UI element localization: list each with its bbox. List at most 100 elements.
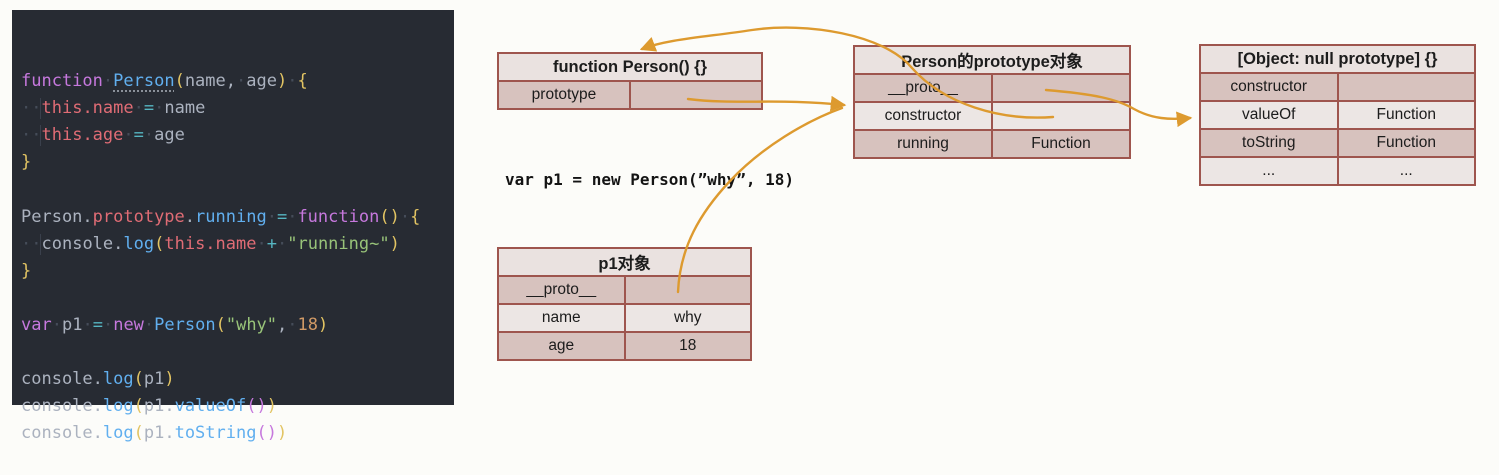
code-token: 18	[297, 315, 319, 336]
code-token: this.name	[164, 233, 257, 254]
person-prototype-value-cell: Function	[991, 129, 1131, 159]
object-null-prototype-row: constructor	[1199, 72, 1476, 102]
code-token: function·	[21, 71, 114, 92]
p1-object-key-cell: __proto__	[497, 275, 626, 305]
code-token: ·	[287, 206, 298, 227]
object-null-prototype-value-cell: Function	[1336, 100, 1476, 130]
code-token: this.name	[41, 98, 134, 119]
code-token: log	[123, 233, 155, 254]
code-token: log	[102, 423, 134, 444]
code-token: log	[102, 369, 134, 390]
code-token: )	[266, 396, 277, 417]
code-token: ·	[266, 206, 277, 227]
code-line: function·Person(name,·age)·{	[21, 68, 454, 95]
code-token: )	[164, 369, 175, 390]
code-token: =	[143, 98, 155, 119]
code-line: var·p1·=·new·Person("why",·18)	[21, 312, 454, 339]
page: { "palette": { "editor_bg": "#272b33", "…	[12, 10, 1476, 444]
code-token: name,·age	[184, 71, 277, 92]
code-token: this.age	[41, 125, 124, 146]
code-token: (	[133, 369, 144, 390]
person-prototype-title: Person的prototype对象	[853, 45, 1131, 75]
code-token: (	[174, 71, 185, 92]
code-token: ·name	[154, 98, 206, 119]
code-token: ·	[399, 206, 411, 227]
code-token: ·	[256, 233, 267, 254]
code-line	[21, 177, 454, 204]
person-prototype-key-cell: constructor	[853, 101, 993, 131]
p1-object-row: __proto__	[497, 275, 752, 305]
function-person-value-cell	[629, 80, 763, 110]
code-token: p1.	[143, 423, 175, 444]
code-line: ··this.age·=·age	[21, 122, 454, 149]
code-token: ·	[276, 233, 288, 254]
code-token: function	[297, 206, 380, 227]
code-token: ·	[287, 71, 298, 92]
object-null-prototype-value-cell	[1336, 72, 1476, 102]
code-token: ,·	[277, 315, 298, 336]
person-prototype-key-cell: __proto__	[853, 73, 993, 103]
code-token: console.	[21, 396, 103, 417]
function-person-key-cell: prototype	[497, 80, 631, 110]
code-token: =	[276, 206, 288, 227]
object-null-prototype-value-cell: Function	[1336, 128, 1476, 158]
code-token: Person.	[21, 206, 93, 227]
code-line: }	[21, 258, 454, 285]
object-null-prototype-key-cell: ...	[1199, 156, 1339, 186]
code-token: ·	[133, 98, 144, 119]
code-token: ·	[143, 315, 155, 336]
code-line: Person.prototype.running·=·function()·{	[21, 204, 454, 231]
code-token: )	[276, 423, 288, 444]
code-token: ()	[256, 423, 277, 444]
code-line: console.log(p1)	[21, 366, 454, 393]
code-token: toString	[174, 423, 257, 444]
code-token: }	[21, 152, 32, 173]
object-null-prototype-row: ......	[1199, 156, 1476, 186]
code-token: )	[276, 71, 288, 92]
code-token: console.	[21, 369, 103, 390]
code-token: (	[133, 423, 144, 444]
code-token: ·age	[143, 125, 185, 146]
object-null-prototype-value-cell: ...	[1336, 156, 1476, 186]
code-token: )	[318, 315, 329, 336]
code-line: ··this.name·=·name	[21, 95, 454, 122]
code-token: Person	[154, 315, 216, 336]
code-token: =	[133, 125, 144, 146]
code-editor[interactable]: function·Person(name,·age)·{··this.name·…	[12, 10, 454, 443]
code-token: "running~"	[287, 233, 390, 254]
code-line	[21, 339, 454, 366]
code-token: console.	[21, 423, 103, 444]
person-prototype-row: __proto__	[853, 73, 1131, 103]
object-null-prototype-key-cell: toString	[1199, 128, 1339, 158]
function-person-title: function Person() {}	[497, 52, 763, 82]
new-person-statement: var p1 = new Person(”why”, 18)	[505, 170, 794, 189]
p1-object-key-cell: name	[497, 303, 626, 333]
code-token: "why"	[225, 315, 278, 336]
code-token: Person	[113, 71, 175, 92]
code-line: }	[21, 149, 454, 176]
code-token: ··	[21, 98, 42, 119]
code-token: ·	[123, 125, 134, 146]
code-token: p1	[143, 369, 165, 390]
person-prototype-value-cell	[991, 101, 1131, 131]
object-null-prototype-key-cell: constructor	[1199, 72, 1339, 102]
p1-object-value-cell	[623, 275, 752, 305]
code-token: .	[184, 206, 196, 227]
code-token: ()	[379, 206, 400, 227]
code-token: p1.	[143, 396, 175, 417]
function-person-table: function Person() {}prototype	[497, 52, 763, 110]
code-token: ··	[21, 125, 42, 146]
code-token: {	[297, 71, 308, 92]
code-token: ()	[246, 396, 267, 417]
code-token: (	[133, 396, 144, 417]
p1-object-title: p1对象	[497, 247, 752, 277]
p1-object-value-cell: 18	[623, 331, 752, 361]
